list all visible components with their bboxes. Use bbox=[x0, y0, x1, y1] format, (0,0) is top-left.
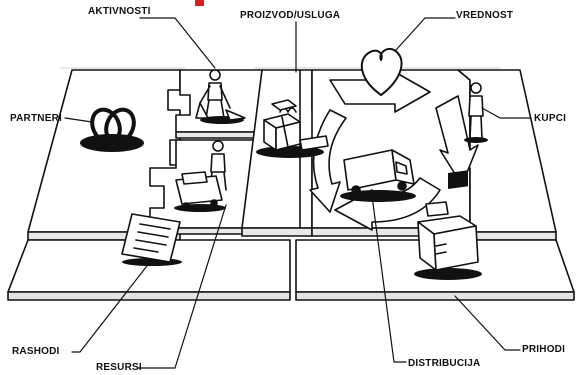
kupci-person-icon bbox=[464, 82, 488, 143]
label-prihodi: PRIHODI bbox=[522, 344, 566, 355]
label-resursi: RESURSI bbox=[96, 362, 142, 373]
label-kupci: KUPCI bbox=[534, 113, 567, 124]
label-rashodi: RASHODI bbox=[12, 346, 60, 357]
red-accent-mark bbox=[195, 0, 204, 6]
gift-boxes-icon bbox=[256, 99, 329, 158]
label-distribucija: DISTRIBUCIJA bbox=[408, 358, 481, 369]
cash-register-icon bbox=[414, 170, 482, 280]
label-aktivnosti: AKTIVNOSTI bbox=[88, 6, 151, 17]
block-aktivnosti bbox=[175, 69, 263, 139]
person-icon bbox=[209, 140, 227, 191]
cart-icon bbox=[174, 171, 226, 212]
heart-icon bbox=[360, 48, 403, 96]
leader-lines bbox=[64, 17, 531, 369]
worker-icon bbox=[195, 69, 246, 124]
label-partneri: PARTNERI bbox=[10, 113, 62, 124]
document-icon bbox=[121, 213, 182, 266]
label-vrednost: VREDNOST bbox=[456, 10, 514, 21]
block-rashodi bbox=[7, 239, 291, 301]
label-proizvod-usluga: PROIZVOD/USLUGA bbox=[240, 10, 341, 21]
truck-icon bbox=[340, 149, 416, 202]
rings-icon bbox=[80, 107, 144, 152]
